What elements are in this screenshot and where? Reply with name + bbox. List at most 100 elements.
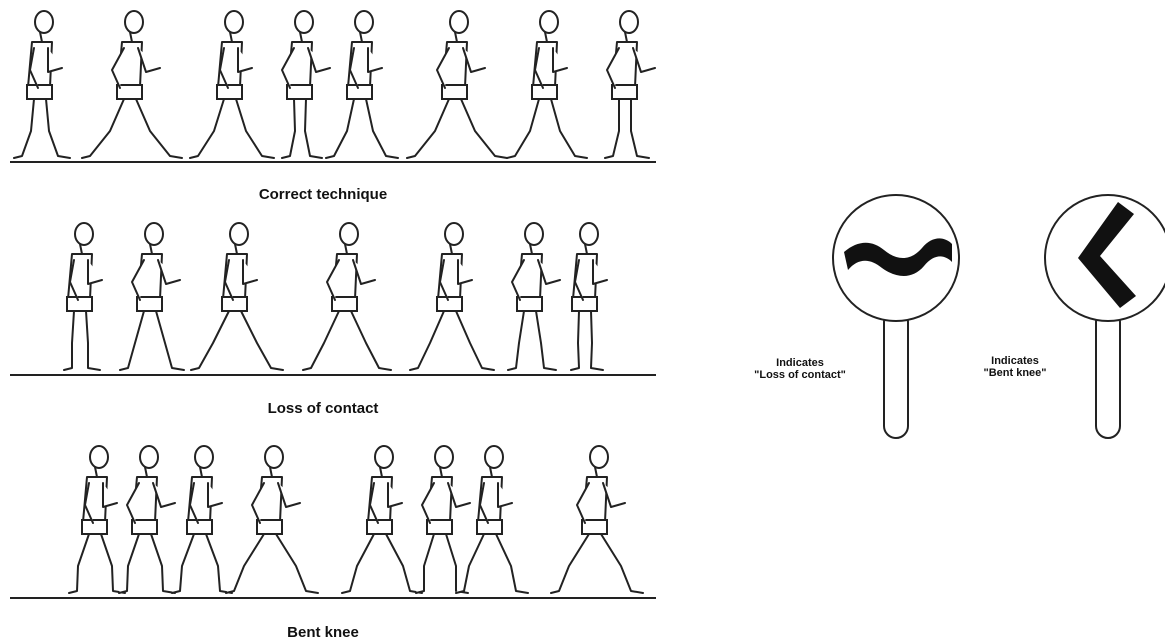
arm-front xyxy=(243,260,257,284)
head xyxy=(35,11,53,33)
walker-figure xyxy=(172,446,232,593)
shorts xyxy=(27,85,52,99)
shorts xyxy=(187,520,212,534)
shorts xyxy=(82,520,107,534)
head xyxy=(485,446,503,468)
leg-back xyxy=(191,311,229,370)
paddle-handle xyxy=(884,310,908,438)
leg-front xyxy=(156,311,184,370)
walker-figure xyxy=(605,11,655,158)
judge-paddle-loss-of-contact xyxy=(833,195,959,438)
sign-caption-bent-knee: Indicates "Bent knee" xyxy=(960,355,1070,379)
walker-figure xyxy=(303,223,391,370)
caption-correct-technique: Correct technique xyxy=(233,186,413,203)
arm-front xyxy=(458,260,472,284)
arm-front xyxy=(208,483,222,507)
shorts xyxy=(427,520,452,534)
leg-back xyxy=(551,534,589,593)
shorts xyxy=(217,85,242,99)
leg-front xyxy=(241,311,283,370)
arm-front xyxy=(553,48,567,72)
walker-figure xyxy=(326,11,398,158)
leg-back xyxy=(119,534,139,593)
head xyxy=(375,446,393,468)
leg-front xyxy=(305,99,322,158)
leg-front xyxy=(136,99,182,158)
head xyxy=(450,11,468,33)
head xyxy=(230,223,248,245)
head xyxy=(125,11,143,33)
shorts xyxy=(67,297,92,311)
leg-back xyxy=(326,99,354,158)
leg-front xyxy=(461,99,507,158)
head xyxy=(590,446,608,468)
head xyxy=(580,223,598,245)
caption-loss-of-contact: Loss of contact xyxy=(233,400,413,417)
leg-back xyxy=(508,311,524,370)
shorts xyxy=(582,520,607,534)
leg-back xyxy=(416,534,434,593)
arm-front xyxy=(368,48,382,72)
leg-front xyxy=(631,99,649,158)
walker-figure xyxy=(64,223,102,370)
walker-figure xyxy=(82,11,182,158)
leg-back xyxy=(456,534,484,593)
shorts xyxy=(137,297,162,311)
head xyxy=(90,446,108,468)
leg-back xyxy=(303,311,339,370)
walker-figure xyxy=(551,446,643,593)
walker-figure xyxy=(191,223,283,370)
sign-caption-line2: "Loss of contact" xyxy=(735,369,865,381)
walker-figure xyxy=(416,446,470,593)
leg-front xyxy=(276,534,318,593)
shorts xyxy=(442,85,467,99)
walker-figure xyxy=(407,11,507,158)
leg-front xyxy=(456,311,494,370)
leg-back xyxy=(342,534,374,593)
shorts xyxy=(612,85,637,99)
walker-figure xyxy=(508,223,560,370)
head xyxy=(620,11,638,33)
shorts xyxy=(332,297,357,311)
head xyxy=(445,223,463,245)
shorts xyxy=(257,520,282,534)
row-correct-technique xyxy=(10,11,656,162)
head xyxy=(195,446,213,468)
sign-caption-line1: Indicates xyxy=(735,357,865,369)
leg-front xyxy=(536,311,556,370)
leg-front xyxy=(101,534,125,593)
head xyxy=(225,11,243,33)
leg-back xyxy=(282,99,295,158)
leg-back xyxy=(407,99,449,158)
shorts xyxy=(517,297,542,311)
walker-figure xyxy=(571,223,607,370)
head xyxy=(340,223,358,245)
head xyxy=(265,446,283,468)
arm-front xyxy=(498,483,512,507)
arm-front xyxy=(593,260,607,284)
walker-figure xyxy=(342,446,422,593)
judge-paddle-bent-knee xyxy=(1045,195,1165,438)
walker-figure xyxy=(190,11,274,158)
leg-back xyxy=(410,311,444,370)
arm-front xyxy=(238,48,252,72)
leg-front xyxy=(366,99,398,158)
head xyxy=(540,11,558,33)
shorts xyxy=(347,85,372,99)
paddle-handle xyxy=(1096,310,1120,438)
shorts xyxy=(117,85,142,99)
leg-front xyxy=(591,311,603,370)
row-loss-of-contact xyxy=(10,223,656,375)
leg-back xyxy=(571,311,579,370)
paddle-disc xyxy=(1045,195,1165,321)
sign-caption-line2: "Bent knee" xyxy=(960,367,1070,379)
walker-figure xyxy=(410,223,494,370)
head xyxy=(140,446,158,468)
walker-figure xyxy=(69,446,125,593)
leg-back xyxy=(172,534,194,593)
leg-back xyxy=(69,534,89,593)
shorts xyxy=(532,85,557,99)
head xyxy=(295,11,313,33)
walker-figure xyxy=(282,11,330,158)
